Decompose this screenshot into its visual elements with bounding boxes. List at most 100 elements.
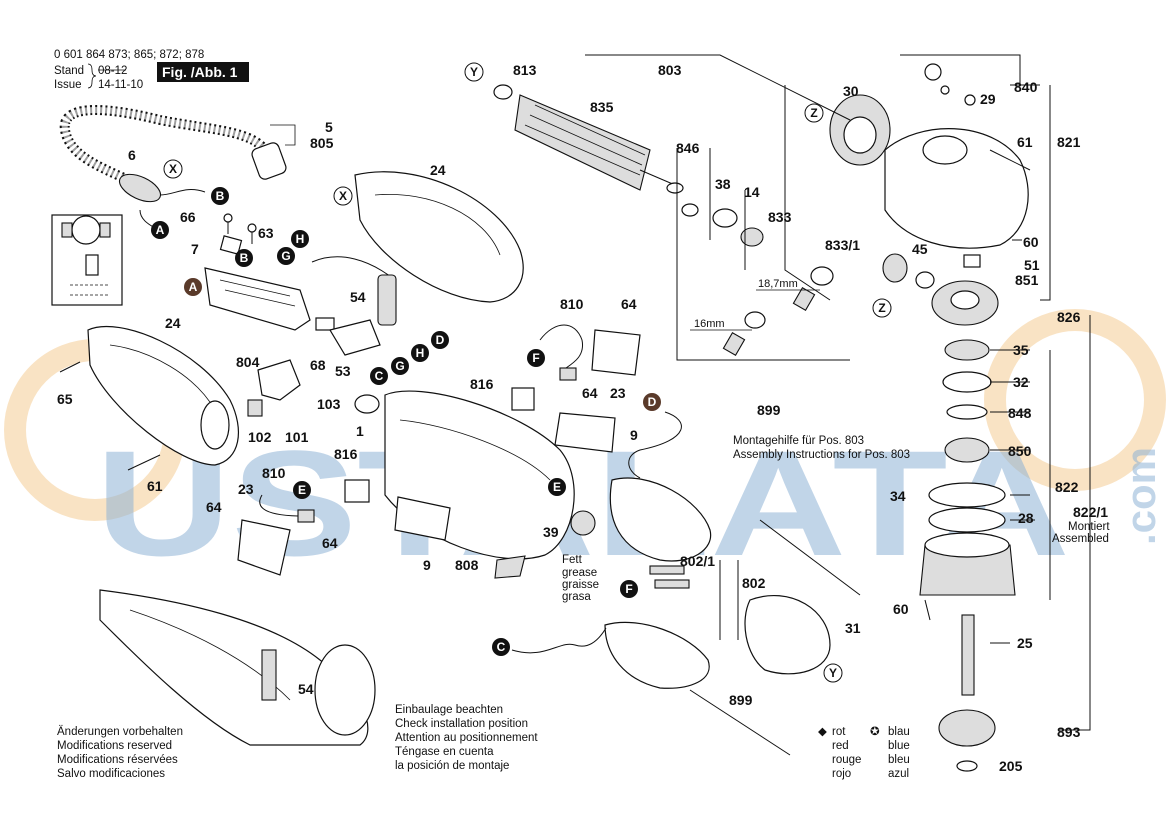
label-45: 45 <box>912 241 928 257</box>
part-846-washer <box>681 203 699 217</box>
armature-windings <box>524 104 646 176</box>
badge-Z-1-letter: Z <box>810 106 817 120</box>
part-840-cap <box>924 63 942 81</box>
badge-E-2 <box>548 478 566 496</box>
badge-B-1 <box>211 187 229 205</box>
note-mod-es: Salvo modificaciones <box>57 768 165 780</box>
note-grease-fr: graisse <box>562 579 599 591</box>
label-64-a: 64 <box>621 296 637 312</box>
badge-H-1-letter: H <box>296 232 305 246</box>
part-labels: 5 805 6 66 63 7 24 54 24 65 804 68 53 10… <box>57 62 1108 774</box>
label-821: 821 <box>1057 134 1081 150</box>
dimension-16mm: 16mm <box>694 318 725 330</box>
switch-assembly <box>204 213 397 417</box>
screw-60-flange <box>924 599 931 621</box>
badge-C-1 <box>370 367 388 385</box>
legend-red-en: red <box>832 740 849 752</box>
legend-star-icon: ✪ <box>870 726 880 738</box>
label-24-top: 24 <box>430 162 446 178</box>
dimension-18-7mm: 18,7mm <box>758 278 798 290</box>
badge-D-2-letter: D <box>648 395 657 409</box>
wiring-schematic <box>51 214 123 306</box>
label-60-bottom: 60 <box>893 601 909 617</box>
badge-C-2 <box>492 638 510 656</box>
badge-G-1-letter: G <box>281 249 290 263</box>
badge-H-1 <box>291 230 309 248</box>
label-68: 68 <box>310 357 326 373</box>
label-5: 5 <box>325 119 333 135</box>
label-833: 833 <box>768 209 792 225</box>
part-39-fan-plate <box>570 510 596 536</box>
legend-blue-de: blau <box>888 726 910 738</box>
badge-Y-1-letter: Y <box>470 65 478 79</box>
label-810-bottom: 810 <box>262 465 286 481</box>
housing-half-top <box>354 171 524 303</box>
badge-F-2-letter: F <box>625 582 632 596</box>
part-802-bar-1 <box>649 565 685 575</box>
label-822-1: 822/1 <box>1073 504 1108 520</box>
part-808 <box>494 555 526 579</box>
label-833-1: 833/1 <box>825 237 860 253</box>
note-install-en: Check installation position <box>395 718 528 730</box>
label-805: 805 <box>310 135 334 151</box>
legend-red-de: rot <box>832 726 846 738</box>
label-31: 31 <box>845 620 861 636</box>
badge-A-2 <box>184 278 202 296</box>
issue-label: Issue <box>54 79 82 91</box>
badge-F-2 <box>620 580 638 598</box>
part-54-capacitor <box>377 274 397 326</box>
label-899-bottom: 899 <box>729 692 753 708</box>
badge-H-2-letter: H <box>416 346 425 360</box>
label-30: 30 <box>843 83 859 99</box>
switch-detail <box>219 279 296 307</box>
part-822-flange-top <box>924 532 1010 558</box>
schematic-switch <box>71 215 101 245</box>
part-833-2 <box>744 311 766 329</box>
badge-G-2 <box>391 357 409 375</box>
part-850-bearing <box>944 437 990 463</box>
part-835-armature <box>514 94 651 191</box>
stand-value: 08-12 <box>98 65 127 77</box>
label-65: 65 <box>57 391 73 407</box>
issue-value: 14-11-10 <box>98 79 143 91</box>
badge-Z-2-letter: Z <box>878 301 885 315</box>
part-38-ring <box>712 208 738 228</box>
note-montage-en: Assembly Instructions for Pos. 803 <box>733 449 910 461</box>
label-63: 63 <box>258 225 274 241</box>
note-install-de: Einbaulage beachten <box>395 704 503 716</box>
part-51-bushing <box>963 254 981 268</box>
legend-red-fr: rouge <box>832 754 861 766</box>
cord-sleeve <box>118 173 162 203</box>
stator-detail <box>399 419 551 481</box>
badge-B-2-letter: B <box>240 251 249 265</box>
cable-tie-899-b <box>689 689 791 756</box>
badge-A-1-letter: A <box>156 223 165 237</box>
part-802-1-field <box>609 477 712 562</box>
part-35 <box>944 339 990 361</box>
brush-wire-bottom <box>259 494 299 517</box>
part-23-pad-bottom <box>237 519 291 576</box>
label-893: 893 <box>1057 724 1081 740</box>
label-32: 32 <box>1013 374 1029 390</box>
note-grease-es: grasa <box>562 591 591 603</box>
label-816-top: 816 <box>470 376 494 392</box>
screw-61-gear <box>989 149 1031 171</box>
note-assembled-de: Montiert <box>1068 521 1110 533</box>
watermark-suffix: .com <box>1117 447 1164 545</box>
badge-Z-1 <box>804 103 824 123</box>
bracket-armature <box>676 148 850 361</box>
label-23-bottom: 23 <box>238 481 254 497</box>
label-23-top: 23 <box>610 385 626 401</box>
cord-assembly <box>59 105 296 229</box>
badge-Y-1 <box>464 62 484 82</box>
part-840-spring <box>940 85 950 95</box>
part-28-oring <box>928 507 1006 533</box>
install-capacitor <box>261 649 277 701</box>
legend-diamond-icon: ◆ <box>818 726 828 738</box>
part-846-clip <box>666 182 684 194</box>
badge-H-2 <box>411 344 429 362</box>
badge-G-1 <box>277 247 295 265</box>
schematic-brush-r <box>99 222 111 238</box>
header-brace <box>87 63 97 89</box>
badge-A-2-letter: A <box>189 280 198 294</box>
